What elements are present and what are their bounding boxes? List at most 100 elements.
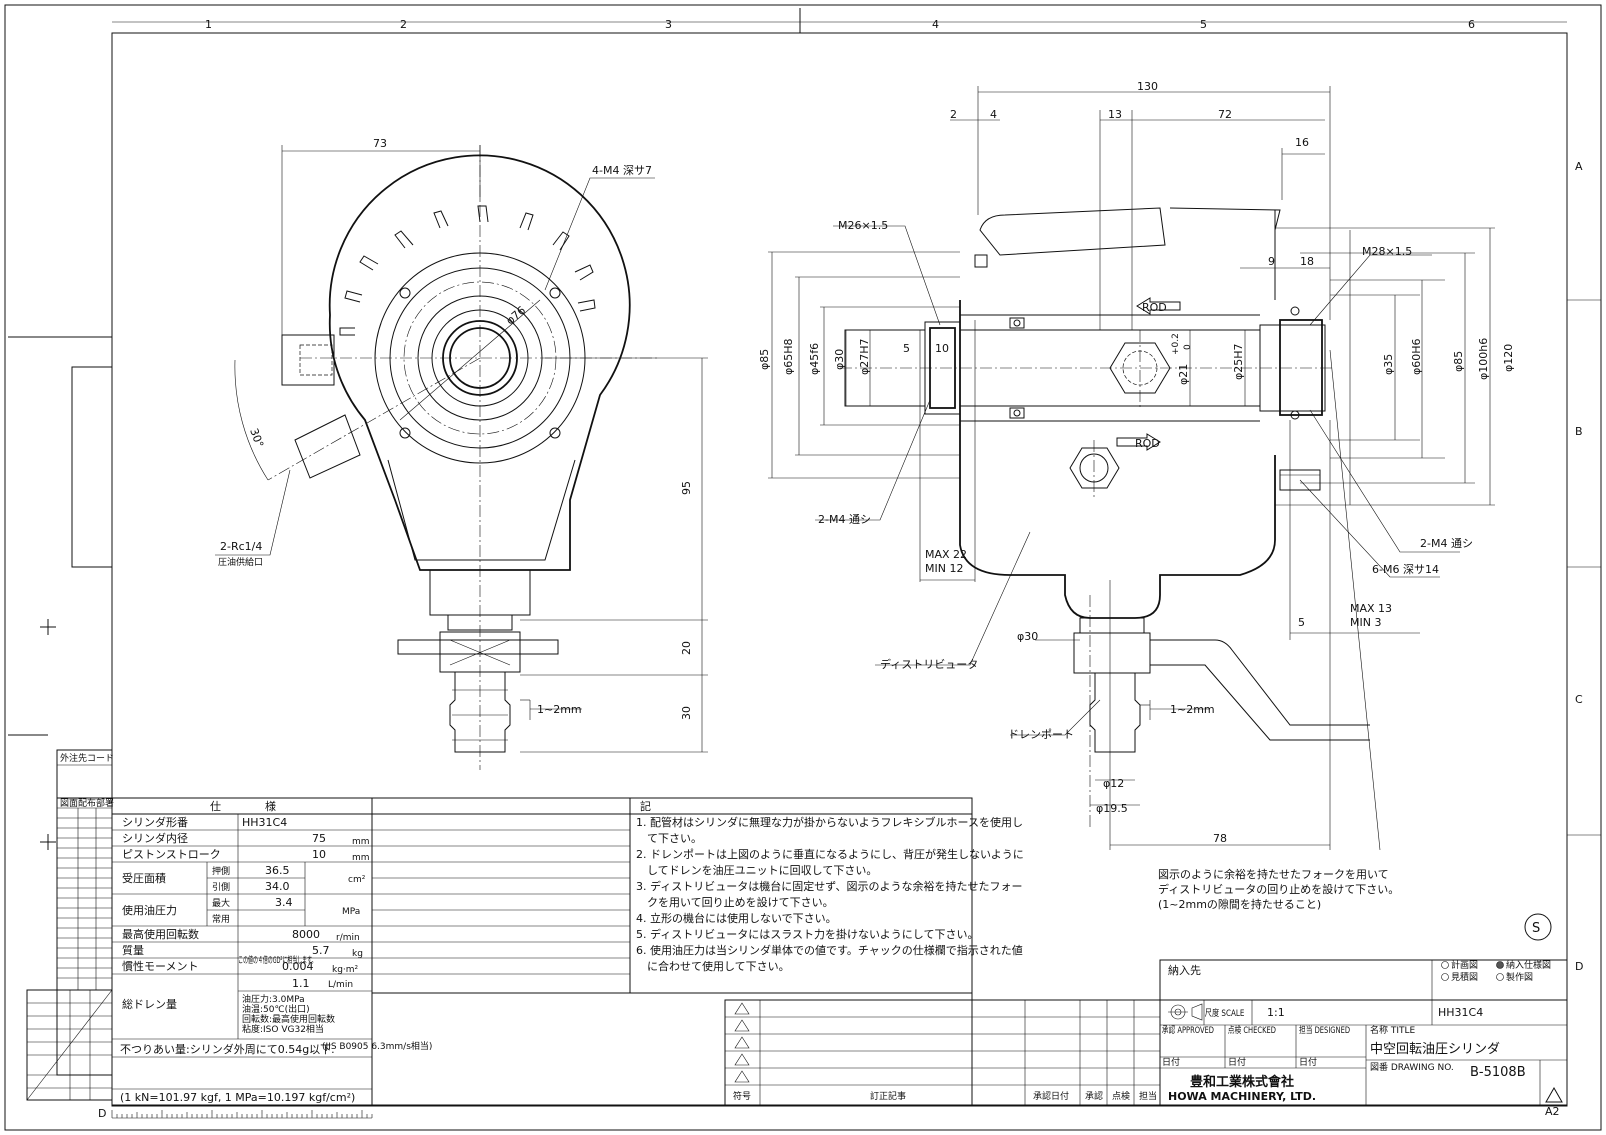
front-view xyxy=(215,145,708,770)
spec-sub: 押側 xyxy=(212,865,230,877)
spec-sub: 最大 xyxy=(212,897,230,909)
note-line: て下さい。 xyxy=(636,832,702,845)
spec-label: シリンダ内径 xyxy=(122,831,188,845)
spec-unit: MPa xyxy=(342,907,360,917)
zone-col-5: 5 xyxy=(1200,18,1207,31)
zone-col-6: 6 xyxy=(1468,18,1475,31)
rev-col: 符号 xyxy=(733,1090,751,1102)
spec-title: 仕 様 xyxy=(210,799,276,813)
tb-mark: S xyxy=(1532,921,1540,936)
tb-designed: 担当 DESIGNED xyxy=(1299,1024,1350,1035)
callout-port-note: 圧油供給口 xyxy=(218,556,263,568)
dim-dia100: φ100h6 xyxy=(1477,338,1490,380)
spec-value: 8000 xyxy=(292,928,320,941)
title-block-text: 納入先 計画図 見積図 納入仕様図 製作図 尺度 SCALE 1:1 HH31C… xyxy=(98,921,1560,1120)
spec-drain-cond: 油温:50℃(出口) xyxy=(242,1003,310,1015)
spec-drain-cond: 油圧力:3.0MPa xyxy=(242,993,305,1005)
callout-rod1: ROD xyxy=(1142,301,1167,314)
dim-dia85: φ85 xyxy=(758,349,771,370)
tb-date: 日付 xyxy=(1228,1057,1246,1068)
dim-10: 10 xyxy=(935,342,949,355)
dim-front-width: 73 xyxy=(373,137,387,150)
spec-value: HH31C4 xyxy=(242,816,287,829)
spec-unit: mm xyxy=(352,837,370,847)
note-line: 3. ディストリビュータは機台に固定せず、図示のような余裕を持たせたフォー xyxy=(636,879,1022,893)
spec-value: 5.7 xyxy=(312,944,330,957)
spec-value: 36.5 xyxy=(265,864,290,877)
tb-checked: 点検 CHECKED xyxy=(1228,1024,1276,1035)
spec-table-grid xyxy=(111,797,973,1106)
dim-min12: MIN 12 xyxy=(925,562,963,575)
tb-check: 納入仕様図 xyxy=(1506,959,1551,971)
callout-distributor: ディストリビュータ xyxy=(880,657,978,671)
zone-labels-right: A B C D xyxy=(1567,160,1601,973)
note-line: してドレンを油圧ユニットに回収して下さい。 xyxy=(636,863,877,877)
side-note-2: ディストリビュータの回り止めを設けて下さい。 xyxy=(1158,882,1399,896)
dim-dia12: φ12 xyxy=(1103,777,1124,790)
callout-m28: M28×1.5 xyxy=(1362,245,1412,258)
dim-dia27: φ27H7 xyxy=(858,338,871,375)
dim-9: 9 xyxy=(1268,255,1275,268)
zone-col-1: 1 xyxy=(205,18,212,31)
spec-label: ピストンストローク xyxy=(122,848,221,861)
tb-d-label: D xyxy=(98,1107,106,1120)
dim-dia21-tol-upper: +0.2 xyxy=(1171,333,1181,355)
dim-dia19: φ19.5 xyxy=(1096,802,1128,815)
callout-m26: M26×1.5 xyxy=(838,219,888,232)
dim-2: 2 xyxy=(950,108,957,121)
tb-sheet: A2 xyxy=(1545,1105,1560,1118)
spec-label: シリンダ形番 xyxy=(122,815,188,829)
spec-sub: 常用 xyxy=(212,913,230,925)
spec-unit: r/min xyxy=(336,933,360,943)
callout-tap: 4-M4 深サ7 xyxy=(592,164,652,177)
dim-dia120: φ120 xyxy=(1502,344,1515,372)
note-line: 5. ディストリビュータにはスラスト力を掛けないようにして下さい。 xyxy=(636,927,978,941)
tb-customer-label: 納入先 xyxy=(1168,964,1201,977)
dim-front-height: 95 xyxy=(680,481,693,495)
dim-18: 18 xyxy=(1300,255,1314,268)
spec-unit: mm xyxy=(352,853,370,863)
spec-label: 質量 xyxy=(122,943,144,957)
tb-date: 日付 xyxy=(1299,1057,1317,1068)
left-table-header2: 図面配布部署 xyxy=(60,797,114,809)
spec-value: 34.0 xyxy=(265,880,290,893)
dim-dia25: φ25H7 xyxy=(1232,343,1245,380)
notes-list: 1. 配管材はシリンダに無理な力が掛からないようフレキシブルホースを使用し て下… xyxy=(636,815,1024,973)
left-table-rows xyxy=(27,817,112,1056)
spec-value: 1.1 xyxy=(292,977,310,990)
spec-value: 0.004 xyxy=(282,960,314,973)
dim-dia35: φ35 xyxy=(1382,354,1395,375)
dim-dia21: φ21 xyxy=(1177,364,1190,385)
callout-m6: 6-M6 深サ14 xyxy=(1372,563,1439,576)
spec-value: 3.4 xyxy=(275,896,293,909)
dim-dia21-tol-lower: 0 xyxy=(1183,344,1193,350)
zone-col-3: 3 xyxy=(665,18,672,31)
dim-5b: 5 xyxy=(1298,616,1305,629)
spec-label: 最高使用回転数 xyxy=(122,927,199,941)
dim-min3: MIN 3 xyxy=(1350,616,1381,629)
tb-title-label: 名称 TITLE xyxy=(1370,1024,1416,1036)
callout-m4a: 2-M4 通シ xyxy=(818,513,871,526)
dim-72: 72 xyxy=(1218,108,1232,121)
zone-col-4: 4 xyxy=(932,18,939,31)
dim-4: 4 xyxy=(990,108,997,121)
note-line: に合わせて使用して下さい。 xyxy=(636,959,790,973)
side-view-labels: 130 2 4 13 72 16 9 18 M26×1.5 M28×1.5 5 … xyxy=(758,80,1515,911)
spec-unit: L/min xyxy=(328,980,353,990)
zone-col-2: 2 xyxy=(400,18,407,31)
dim-front-20: 20 xyxy=(680,641,693,655)
tb-scale-label: 尺度 SCALE xyxy=(1205,1007,1245,1018)
callout-rod2: ROD xyxy=(1135,437,1160,450)
dim-16: 16 xyxy=(1295,136,1309,149)
zone-row-B: B xyxy=(1575,425,1583,438)
note-line: 2. ドレンポートは上図のように垂直になるようにし、背圧が発生しないように xyxy=(636,847,1024,861)
dim-dia85b: φ85 xyxy=(1452,351,1465,372)
sheet-border xyxy=(4,4,1602,1131)
zone-row-D: D xyxy=(1575,960,1583,973)
tb-check: 製作図 xyxy=(1506,971,1533,983)
zone-ticks xyxy=(112,8,1567,33)
dim-angle: 30° xyxy=(247,427,266,450)
spec-sub: 引側 xyxy=(212,881,230,893)
tb-check: 見積図 xyxy=(1451,971,1478,983)
rev-col: 点検 xyxy=(1112,1090,1130,1102)
